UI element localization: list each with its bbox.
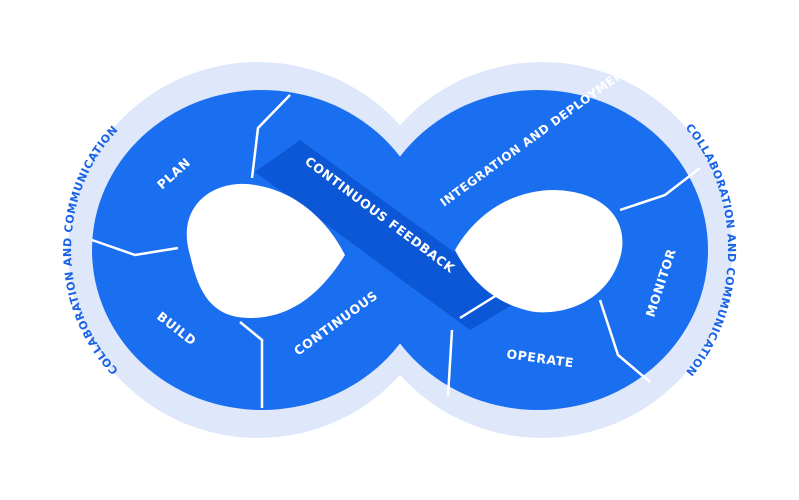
- left-loop-hole: [186, 183, 345, 318]
- crossing-band-shade: [255, 140, 520, 330]
- segment-dividers: [91, 94, 701, 408]
- right-loop-hole: [455, 190, 623, 313]
